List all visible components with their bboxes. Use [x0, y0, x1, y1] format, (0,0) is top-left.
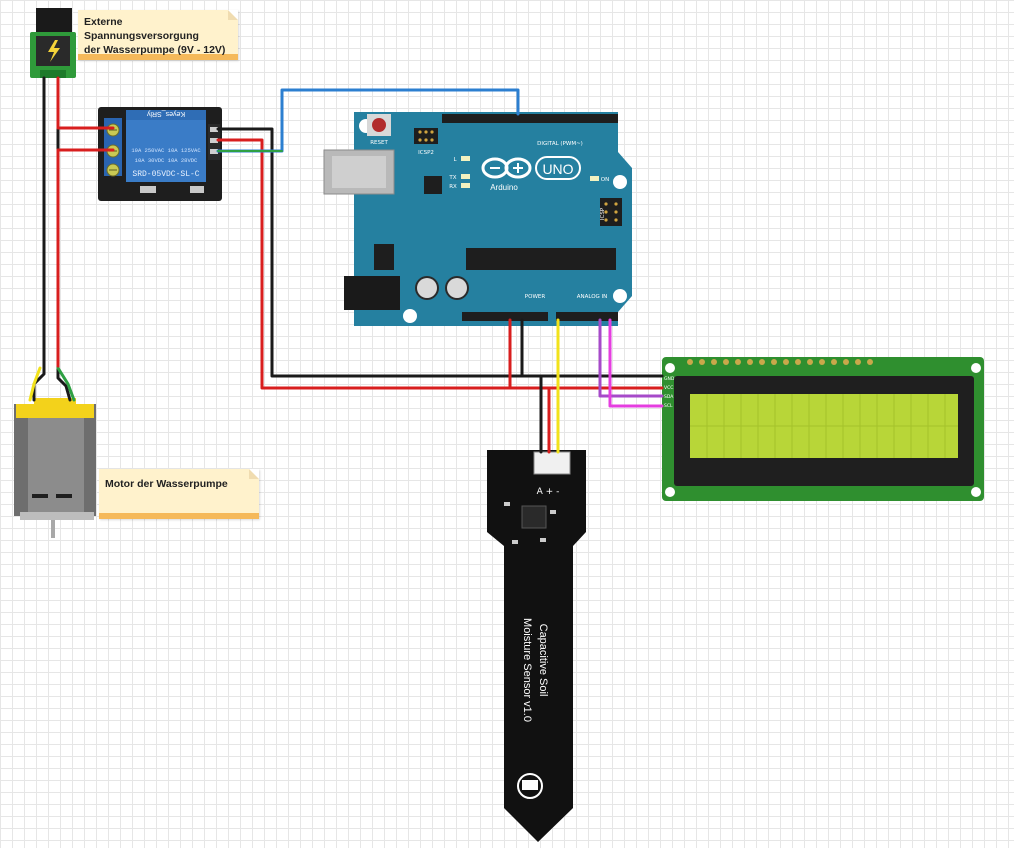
lightning-icon [48, 40, 60, 62]
pump-motor [14, 398, 96, 538]
lcd-pin-scl: SCL [664, 403, 673, 409]
led-rx-label: RX [449, 184, 457, 190]
power-note-line2: der Wasserpumpe (9V - 12V) [84, 44, 226, 56]
dc-power-jack [30, 8, 76, 78]
motor-note-label: Motor der Wasserpumpe [105, 478, 228, 490]
relay-spec-2: 10A 30VDC 10A 28VDC [135, 157, 198, 164]
led-l-label: L [453, 157, 457, 163]
note-fold [249, 469, 259, 479]
sensor-title-line1: Capacitive Soil [537, 624, 549, 697]
led-tx-label: TX [448, 175, 456, 181]
power-label: POWER [525, 294, 546, 300]
note-fold [228, 10, 238, 20]
lcd-pin-gnd: GND [664, 376, 675, 382]
power-supply-note: Externe Spannungsversorgung der Wasserpu… [78, 10, 238, 60]
reset-label: RESET [370, 140, 388, 146]
icsp2-label: ICSP2 [418, 150, 434, 156]
lcd-pin-vcc: VCC [664, 385, 673, 391]
led-on-label: ON [601, 177, 609, 183]
power-note-line1: Externe Spannungsversorgung [84, 16, 199, 42]
sensor-logo-icon [517, 773, 543, 799]
motor-note: Motor der Wasserpumpe [99, 469, 259, 519]
relay-module: Keyes_SRly 10A 250VAC 10A 125VAC 10A 30V… [98, 107, 222, 201]
arduino-brand: Arduino [490, 183, 518, 192]
wires [28, 76, 664, 454]
sensor-pin-labels: A + - [537, 487, 560, 497]
relay-brand: Keyes_SRly [146, 110, 185, 117]
arduino-logo: UNO Arduino [481, 156, 581, 192]
lcd-display-module: GND VCC SDA SCL [662, 357, 984, 501]
analog-label: ANALOG IN [577, 294, 608, 300]
soil-moisture-sensor: A + - Capacitive Soil Moisture Sensor v1… [487, 450, 586, 842]
lcd-pin-sda: SDA [664, 394, 674, 400]
arduino-uno-board: RESET ICSP2 ICSP DIGITAL (PWM~) UNO Ardu… [323, 112, 632, 326]
digital-label: DIGITAL (PWM~) [537, 141, 583, 147]
sensor-title-line2: Moisture Sensor v1.0 [521, 618, 533, 722]
uno-label: UNO [542, 161, 573, 177]
relay-spec-1: 10A 250VAC 10A 125VAC [131, 147, 201, 154]
icsp-label: ICSP [600, 207, 606, 220]
relay-model: SRD-05VDC-SL-C [132, 170, 199, 179]
